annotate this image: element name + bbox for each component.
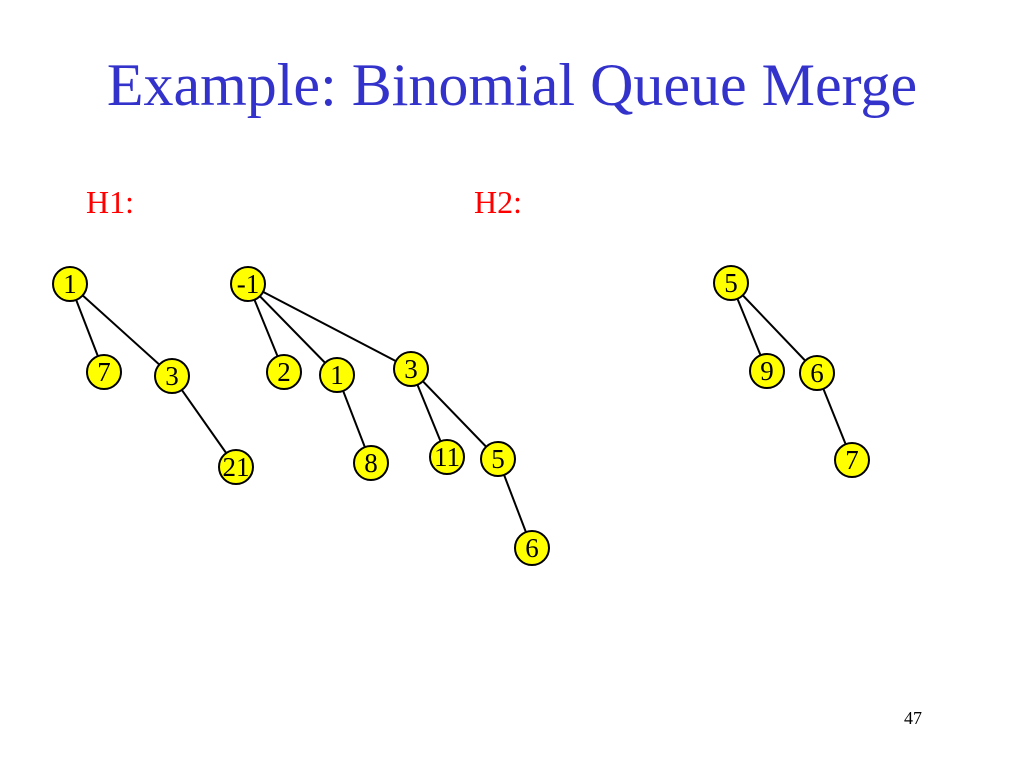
node-key: 11 bbox=[434, 442, 460, 472]
h2-node: 5 bbox=[713, 265, 749, 301]
node-key: 3 bbox=[165, 361, 179, 391]
node-circle bbox=[480, 441, 516, 477]
node-circle bbox=[230, 266, 266, 302]
node-key: 7 bbox=[97, 357, 111, 387]
h1-node: 7 bbox=[86, 354, 122, 390]
h1-node: 1 bbox=[52, 266, 88, 302]
node-circle bbox=[353, 445, 389, 481]
node-circle bbox=[154, 358, 190, 394]
node-circle bbox=[393, 351, 429, 387]
h1-node: 3 bbox=[154, 358, 190, 394]
node-key: 1 bbox=[63, 269, 77, 299]
h1-node: 5 bbox=[480, 441, 516, 477]
node-key: -1 bbox=[237, 269, 260, 299]
node-key: 5 bbox=[724, 268, 738, 298]
node-key: 3 bbox=[404, 354, 418, 384]
h1-node: 11 bbox=[429, 439, 465, 475]
edges bbox=[69, 282, 853, 549]
h1-node: 8 bbox=[353, 445, 389, 481]
node-circle bbox=[86, 354, 122, 390]
node-circle bbox=[218, 449, 254, 485]
node-key: 8 bbox=[364, 448, 378, 478]
node-circle bbox=[319, 357, 355, 393]
node-circle bbox=[52, 266, 88, 302]
heap-label-h2: H2: bbox=[474, 184, 522, 220]
node-key: 6 bbox=[810, 358, 824, 388]
h1-node: 3 bbox=[393, 351, 429, 387]
h1-node: -1 bbox=[230, 266, 266, 302]
node-circle bbox=[514, 530, 550, 566]
h2-node: 6 bbox=[799, 355, 835, 391]
slide-title: Example: Binomial Queue Merge bbox=[106, 52, 918, 118]
node-key: 9 bbox=[760, 356, 774, 386]
h1-node: 6 bbox=[514, 530, 550, 566]
node-key: 6 bbox=[525, 533, 539, 563]
h1-node: 1 bbox=[319, 357, 355, 393]
node-circle bbox=[713, 265, 749, 301]
node-key: 2 bbox=[277, 357, 291, 387]
node-circle bbox=[429, 439, 465, 475]
node-circle bbox=[749, 353, 785, 389]
h2-node: 9 bbox=[749, 353, 785, 389]
node-circle bbox=[799, 355, 835, 391]
h1-node: 21 bbox=[218, 449, 254, 485]
node-key: 5 bbox=[491, 444, 505, 474]
tree-edge bbox=[410, 368, 499, 460]
node-circle bbox=[266, 354, 302, 390]
heap-label-h1: H1: bbox=[86, 184, 134, 220]
tree-edge bbox=[247, 283, 338, 376]
node-circle bbox=[834, 442, 870, 478]
h1-node: 2 bbox=[266, 354, 302, 390]
tree-edge bbox=[171, 375, 237, 468]
h2-node: 7 bbox=[834, 442, 870, 478]
tree-edge bbox=[730, 282, 818, 374]
tree-edge bbox=[247, 283, 412, 370]
tree-edge bbox=[69, 283, 173, 377]
node-key: 21 bbox=[223, 452, 250, 482]
node-key: 1 bbox=[330, 360, 344, 390]
node-key: 7 bbox=[845, 445, 859, 475]
slide-number: 47 bbox=[904, 708, 922, 728]
